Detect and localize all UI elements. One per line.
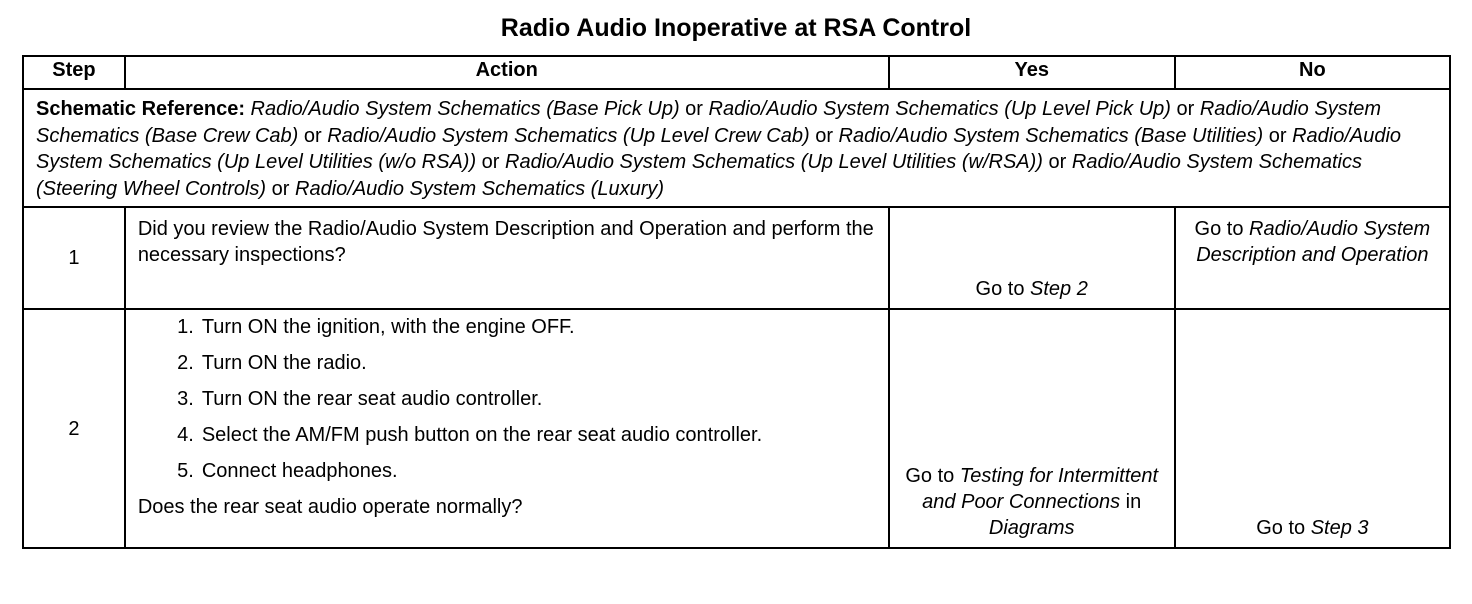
schematic-label: Schematic Reference: (36, 98, 245, 120)
testing-link[interactable]: Testing for Intermittent and Poor Connec… (922, 465, 1159, 513)
action-list: 1. Turn ON the ignition, with the engine … (138, 314, 876, 484)
item-number: 2. (177, 352, 194, 374)
item-text: Turn ON the radio. (201, 352, 367, 374)
schematic-connector: or (1263, 124, 1293, 147)
diagrams-link[interactable]: Diagrams (988, 517, 1075, 539)
list-item: 1. Turn ON the ignition, with the engine … (138, 314, 876, 340)
header-action: Action (123, 55, 890, 90)
schematic-reference: Schematic Reference: Radio/Audio System … (22, 88, 1451, 208)
schematic-connector: or (809, 124, 839, 147)
header-step: Step (22, 55, 126, 90)
yes-text: Go to (975, 278, 1031, 300)
schematic-link[interactable]: Radio/Audio System Schematics (Up Level … (708, 98, 1171, 120)
table-row: 1 Did you review the Radio/Audio System … (22, 206, 1452, 310)
list-item: 3. Turn ON the rear seat audio controller… (138, 386, 876, 412)
schematic-connector: or (1170, 98, 1200, 120)
schematic-connector: or (298, 124, 328, 147)
action-cell: 1. Turn ON the ignition, with the engine … (123, 308, 890, 549)
no-text: Go to (1256, 517, 1311, 539)
yes-cell: Go to Step 2 (887, 206, 1176, 310)
no-cell: Go to Radio/Audio System Description and… (1173, 206, 1452, 310)
list-item: 5. Connect headphones. (138, 458, 876, 484)
item-number: 1. (177, 316, 194, 338)
schematic-link[interactable]: Radio/Audio System Schematics (Steering … (36, 151, 1363, 200)
item-number: 5. (177, 460, 194, 482)
schematic-link[interactable]: Radio/Audio System Schematics (Base Util… (838, 124, 1264, 147)
list-item: 4. Select the AM/FM push button on the re… (138, 422, 876, 448)
list-item: 2. Turn ON the radio. (138, 350, 876, 376)
schematic-link[interactable]: Radio/Audio System Schematics (Base Pick… (250, 98, 680, 120)
item-text: Turn ON the ignition, with the engine OF… (201, 316, 575, 338)
yes-text-mid: in (1120, 491, 1142, 513)
header-no: No (1173, 55, 1452, 90)
no-cell: Go to Step 3 (1173, 308, 1452, 549)
item-text: Connect headphones. (201, 460, 398, 482)
schematic-connector: or (679, 98, 709, 120)
page-title: Radio Audio Inoperative at RSA Control (500, 14, 972, 42)
schematic-link[interactable]: Radio/Audio System Schematics (Up Level … (505, 151, 1043, 173)
item-text: Turn ON the rear seat audio controller. (201, 388, 543, 410)
no-text: Go to (1194, 218, 1250, 240)
schematic-link[interactable]: Radio/Audio System Schematics (Base Crew… (36, 98, 1382, 147)
schematic-connector: or (266, 177, 295, 200)
header-row: Step Action Yes No (22, 55, 1452, 90)
item-number: 3. (177, 388, 194, 410)
step-link[interactable]: Step 2 (1030, 278, 1088, 300)
action-text: Did you review the Radio/Audio System De… (123, 206, 890, 310)
schematic-link[interactable]: Radio/Audio System Schematics (Up Level … (36, 124, 1402, 174)
item-number: 4. (177, 424, 194, 446)
question-text: Does the rear seat audio operate normall… (137, 496, 523, 518)
schematic-connector: or (1042, 151, 1072, 173)
yes-cell: Go to Testing for Intermittent and Poor … (887, 308, 1176, 549)
diagnostic-table: Step Action Yes No Schematic Reference: … (22, 55, 1452, 549)
item-text: Select the AM/FM push button on the rear… (201, 424, 763, 446)
schematic-row: Schematic Reference: Radio/Audio System … (22, 88, 1451, 208)
step-number: 1 (22, 206, 126, 310)
step-number: 2 (22, 308, 126, 549)
header-yes: Yes (887, 55, 1176, 90)
yes-text: Go to (905, 465, 960, 487)
schematic-connector: or (476, 151, 506, 173)
schematic-link[interactable]: Radio/Audio System Schematics (Up Level … (327, 124, 810, 147)
description-link[interactable]: Radio/Audio System Description and Opera… (1196, 218, 1431, 266)
step-link[interactable]: Step 3 (1310, 517, 1369, 539)
schematic-link[interactable]: Radio/Audio System Schematics (Luxury) (295, 177, 665, 200)
table-row: 2 1. Turn ON the ignition, with the engin… (22, 308, 1452, 549)
